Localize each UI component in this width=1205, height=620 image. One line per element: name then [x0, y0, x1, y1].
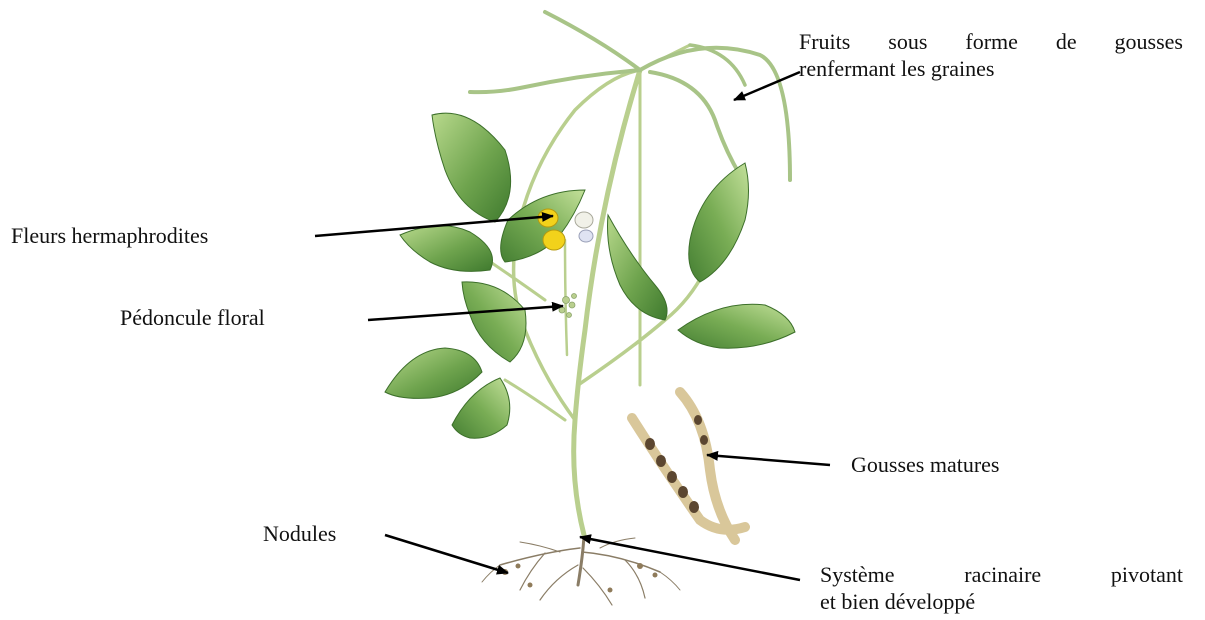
label-gousses-matures: Gousses matures [851, 451, 999, 478]
arrow-pedoncule [368, 306, 563, 320]
arrow-gousses [707, 455, 830, 465]
label-pedoncule: Pédoncule floral [120, 304, 265, 331]
label-fruits-line1: Fruits sous forme de gousses [799, 28, 1183, 55]
arrow-systeme [580, 537, 800, 580]
roots [482, 535, 680, 605]
stems [480, 45, 705, 535]
mature-pods [632, 392, 745, 540]
label-fruits-2: renfermant les graines [799, 55, 994, 82]
label-nodules: Nodules [263, 520, 336, 547]
label-systeme-2: et bien développé [820, 588, 975, 615]
label-systeme-line1: Système racinaire pivotant [820, 561, 1183, 588]
label-fleurs: Fleurs hermaphrodites [11, 222, 208, 249]
label-systeme-line2: et bien développé [820, 588, 975, 615]
label-fruits: Fruits sous forme de gousses [799, 28, 1183, 55]
label-systeme: Système racinaire pivotant [820, 561, 1183, 588]
arrow-nodules [385, 535, 508, 573]
label-fruits-line2: renfermant les graines [799, 55, 994, 82]
